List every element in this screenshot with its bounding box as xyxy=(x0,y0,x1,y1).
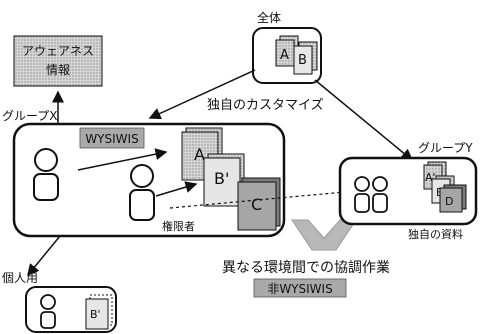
awareness-label-2: 情報 xyxy=(46,63,70,77)
wysiwis-label: WYSIWIS xyxy=(85,132,138,146)
doc-x-b: B' xyxy=(203,153,245,207)
whole-label: 全体 xyxy=(257,10,281,25)
doc-y-d: D xyxy=(439,184,467,213)
doc-personal-b: B' xyxy=(85,294,113,330)
wysiwis-badge xyxy=(79,127,145,149)
user-icon-x2 xyxy=(129,164,155,221)
authority-label: 権限者 xyxy=(162,219,195,233)
arrow-whole-to-x xyxy=(148,69,256,120)
whole-doc-b: B xyxy=(293,41,318,75)
non-wysiwis-label: 非WYSIWIS xyxy=(267,282,332,296)
svg-text:A: A xyxy=(280,48,289,63)
doc-x-c: C xyxy=(237,177,281,231)
svg-text:C: C xyxy=(251,195,262,214)
group-x-label: グループX xyxy=(2,109,58,123)
group-y-label: グループY xyxy=(418,141,473,155)
user-icon-y1 xyxy=(354,176,370,213)
user-icon-personal xyxy=(40,294,56,329)
own-docs-label: 独自の資料 xyxy=(408,227,463,241)
svg-text:B': B' xyxy=(90,308,101,321)
svg-text:B': B' xyxy=(214,169,229,188)
svg-text:A': A' xyxy=(425,171,436,184)
awareness-label-1: アウェアネス xyxy=(22,44,94,58)
personal-label: 個人用 xyxy=(2,271,38,285)
arrow-dashed-x-to-y xyxy=(169,179,434,209)
arrow-to-personal xyxy=(27,235,61,277)
collab-label: 異なる環境間での協調作業 xyxy=(222,260,390,276)
svg-text:B: B xyxy=(298,53,307,68)
collab-arrow xyxy=(291,219,357,251)
svg-text:D: D xyxy=(445,195,453,208)
awareness-box xyxy=(13,35,103,87)
user-icon-x1 xyxy=(33,148,59,201)
arrow-user-to-a xyxy=(77,148,168,171)
arrow-whole-to-y xyxy=(314,79,414,161)
custom-label: 独自のカスタマイズ xyxy=(207,97,324,113)
svg-text:A: A xyxy=(194,145,205,164)
arrow-user-to-b xyxy=(155,181,198,197)
non-wysiwis-badge xyxy=(253,278,347,298)
user-icon-y2 xyxy=(372,176,388,213)
